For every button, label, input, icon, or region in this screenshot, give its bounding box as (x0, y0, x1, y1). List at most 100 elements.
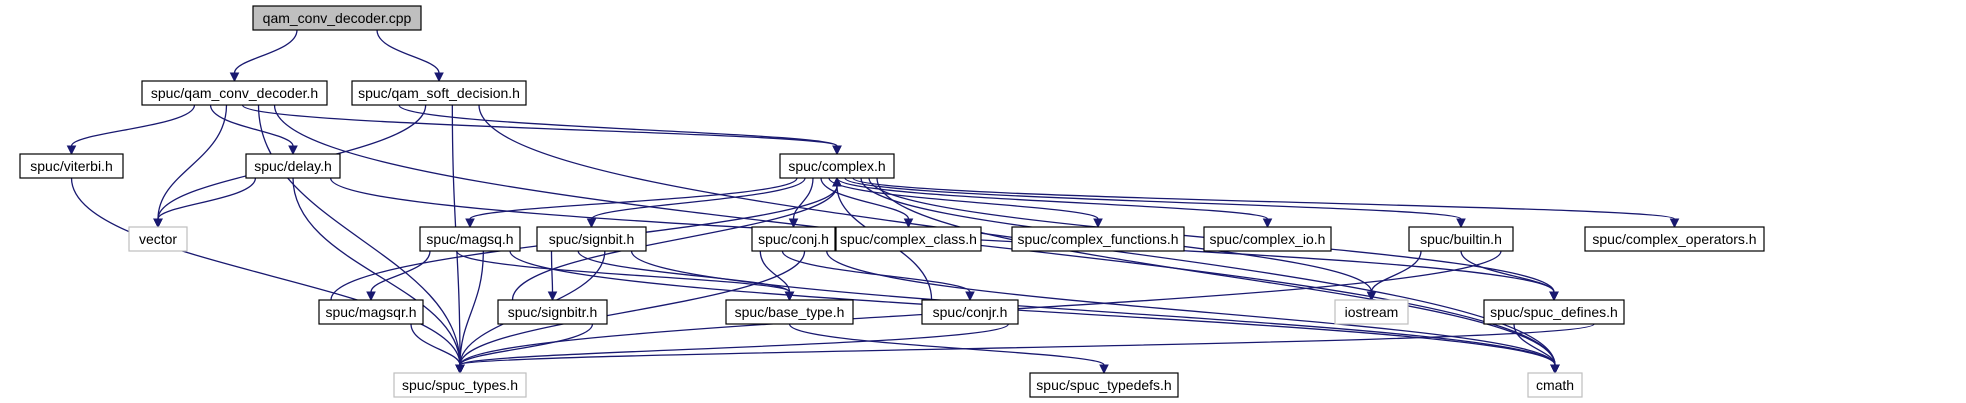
node-box (1334, 299, 1409, 325)
header-file-node[interactable]: spuc/viterbi.h (19, 153, 124, 179)
header-file-node[interactable]: spuc/delay.h (245, 153, 341, 179)
node-label: spuc/complex_functions.h (1017, 231, 1178, 247)
header-file-node[interactable]: spuc/base_type.h (725, 299, 854, 325)
node-box (1483, 299, 1625, 325)
edges-layer (66, 29, 1680, 375)
dependency-edge (1513, 323, 1556, 366)
edge-arrowhead (965, 291, 975, 302)
root-file-node: qam_conv_decoder.cpp (252, 5, 422, 31)
node-box (1527, 372, 1583, 398)
node-box (19, 153, 124, 179)
node-box (1408, 226, 1514, 252)
external-header-node: spuc/spuc_types.h (393, 372, 527, 398)
node-label: iostream (1345, 304, 1399, 320)
dependency-edge (630, 250, 1556, 366)
edge-arrowhead (66, 145, 77, 156)
header-file-node[interactable]: spuc/complex_functions.h (1011, 226, 1185, 252)
header-file-node[interactable]: spuc/qam_conv_decoder.h (141, 80, 328, 106)
node-box (318, 299, 424, 325)
node-label: spuc/complex_class.h (840, 231, 977, 247)
dependency-edge (469, 177, 798, 220)
dependency-edge (209, 104, 294, 147)
header-file-node[interactable]: spuc/conj.h (751, 226, 836, 252)
header-file-node[interactable]: spuc/signbitr.h (497, 299, 608, 325)
node-box (921, 299, 1019, 325)
dependency-edge (459, 250, 806, 366)
node-box (252, 5, 422, 31)
dependency-edge (590, 177, 806, 220)
node-label: spuc/signbit.h (549, 231, 635, 247)
dependency-edge (509, 250, 1556, 366)
node-label: spuc/viterbi.h (30, 158, 112, 174)
dependency-edge (459, 323, 594, 366)
dependency-edge (1460, 250, 1555, 293)
edge-arrowhead (1093, 218, 1103, 229)
dependency-edge (459, 323, 1010, 366)
edge-arrowhead (1456, 218, 1466, 229)
edge-arrowhead (229, 72, 240, 83)
node-label: spuc/delay.h (254, 158, 332, 174)
node-box (351, 80, 527, 106)
header-file-node[interactable]: spuc/conjr.h (921, 299, 1019, 325)
dependency-edge (292, 177, 461, 366)
dependency-edge (1370, 250, 1422, 293)
header-file-node[interactable]: spuc/spuc_typedefs.h (1029, 372, 1179, 398)
dependency-edge (376, 29, 440, 74)
edge-arrowhead (1366, 291, 1377, 302)
dependency-edge (788, 323, 1105, 366)
edge-arrowhead (547, 291, 558, 302)
header-file-node[interactable]: spuc/complex.h (779, 153, 895, 179)
dependency-edge (241, 104, 838, 147)
node-label: vector (139, 231, 177, 247)
node-label: spuc/spuc_defines.h (1490, 304, 1618, 320)
dependency-edge (410, 323, 461, 366)
header-file-node[interactable]: spuc/signbit.h (536, 226, 647, 252)
node-label: spuc/complex_operators.h (1592, 231, 1756, 247)
edge-arrowhead (288, 145, 298, 156)
edge-arrowhead (832, 145, 842, 156)
dependency-edge (233, 29, 298, 74)
edge-arrowhead (1549, 291, 1559, 302)
node-label: spuc/conjr.h (933, 304, 1008, 320)
node-box (1029, 372, 1179, 398)
external-header-node: iostream (1334, 299, 1409, 325)
dependency-edge (836, 177, 1269, 220)
header-file-node[interactable]: spuc/complex_io.h (1203, 226, 1332, 252)
edge-arrowhead (903, 218, 914, 229)
node-label: spuc/qam_conv_decoder.h (151, 85, 318, 101)
dependency-edge (759, 250, 791, 293)
node-label: spuc/complex.h (788, 158, 885, 174)
dependency-edge (257, 104, 461, 366)
dependency-edge (70, 177, 461, 366)
node-box (1203, 226, 1332, 252)
header-file-node[interactable]: spuc/complex_class.h (835, 226, 982, 252)
node-box (1011, 226, 1185, 252)
dependency-edge (459, 323, 1595, 366)
header-file-node[interactable]: spuc/complex_operators.h (1584, 226, 1765, 252)
dependency-edge (370, 250, 431, 293)
node-box (779, 153, 895, 179)
header-file-node[interactable]: spuc/spuc_defines.h (1483, 299, 1625, 325)
edge-arrowhead (1262, 218, 1273, 229)
header-file-node[interactable]: spuc/qam_soft_decision.h (351, 80, 527, 106)
edge-arrowhead (1099, 364, 1109, 375)
node-box (1584, 226, 1765, 252)
dependency-edge (70, 104, 196, 147)
node-box (497, 299, 608, 325)
node-box (393, 372, 527, 398)
header-file-node[interactable]: spuc/magsqr.h (318, 299, 424, 325)
dependency-edge (550, 250, 554, 293)
edge-arrowhead (832, 176, 842, 187)
node-label: cmath (1536, 377, 1574, 393)
dependency-edge (456, 250, 791, 293)
edge-arrowhead (434, 72, 444, 83)
dependency-edge (826, 250, 1556, 366)
header-file-node[interactable]: spuc/magsq.h (419, 226, 521, 252)
header-file-node[interactable]: spuc/builtin.h (1408, 226, 1514, 252)
node-label: spuc/conj.h (758, 231, 829, 247)
external-header-node: vector (128, 226, 188, 252)
node-label: spuc/spuc_typedefs.h (1036, 377, 1171, 393)
edge-arrowhead (455, 364, 465, 375)
edge-arrowhead (1550, 364, 1560, 375)
